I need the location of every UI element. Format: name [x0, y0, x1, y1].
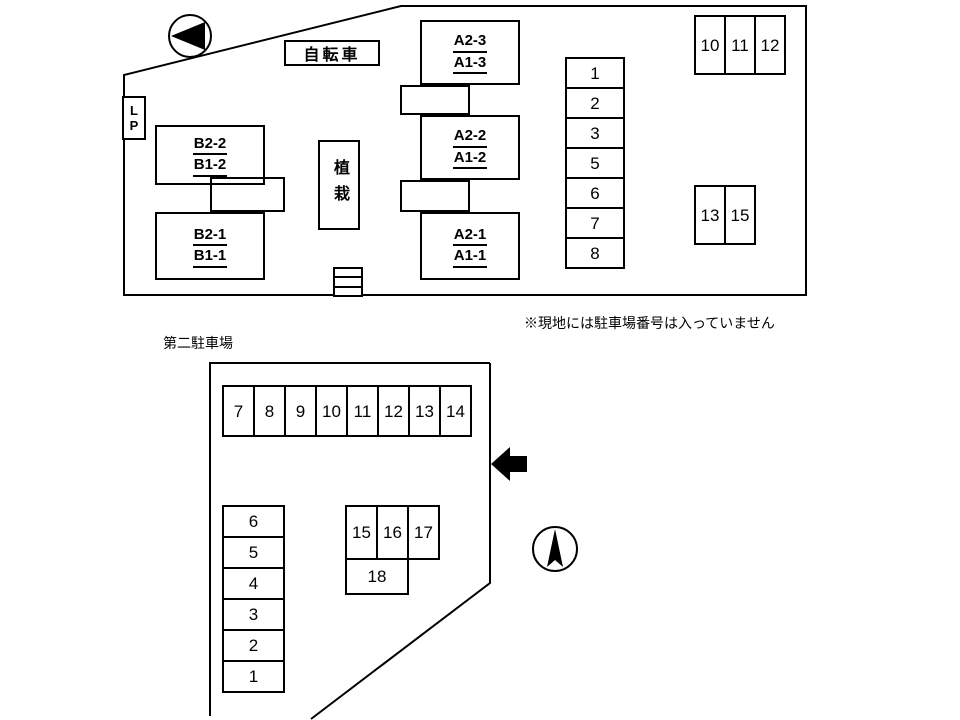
parking-space-cell: 10: [315, 385, 348, 437]
parking-space-cell: 1: [222, 660, 285, 693]
parking-space-cell: 8: [565, 237, 625, 269]
building-unit-label: B2-2: [192, 134, 228, 155]
parking-space-cell: 16: [376, 505, 409, 560]
site-note: ※現地には駐車場番号は入っていません: [524, 315, 775, 331]
lot2-boundary: [209, 362, 491, 720]
lot2-left-parking-column: 6 5 4 3 2 1: [222, 505, 285, 693]
building-a-entrance-box-1: [400, 85, 470, 115]
building-unit-label: A2-2: [452, 126, 488, 148]
entrance-arrow-icon: [491, 447, 527, 481]
lot1-top-right-parking-row: 10 11 12: [694, 15, 786, 75]
parking-space-cell: 13: [694, 185, 726, 245]
parking-space-cell: 11: [346, 385, 379, 437]
parking-space-cell: 9: [284, 385, 317, 437]
building-a2-2-a1-2: A2-2 A1-2: [420, 115, 520, 180]
parking-space-cell: 11: [724, 15, 756, 75]
north-arrow-bottom-icon: [532, 526, 578, 572]
lot1-parking-column: 1 2 3 5 6 7 8: [565, 57, 625, 269]
building-unit-label: B2-1: [192, 225, 228, 246]
parking-space-cell: 6: [565, 177, 625, 209]
parking-space-cell: 17: [407, 505, 440, 560]
lp-gas-label: LP: [122, 96, 146, 140]
building-unit-label: B1-2: [192, 155, 228, 177]
parking-space-cell: 5: [222, 536, 285, 569]
lot1-boundary: [123, 5, 807, 296]
building-unit-label: A2-1: [452, 225, 488, 246]
north-arrow-top-icon: [168, 14, 212, 58]
building-unit-label: B1-1: [192, 246, 228, 268]
building-a2-3-a1-3: A2-3 A1-3: [420, 20, 520, 85]
parking-space-cell: 14: [439, 385, 472, 437]
building-a-entrance-box-2: [400, 180, 470, 212]
parking-space-cell: 18: [345, 558, 409, 595]
parking-space-cell: 4: [222, 567, 285, 600]
parking-space-cell: 6: [222, 505, 285, 538]
parking-space-cell: 3: [565, 117, 625, 149]
lot1-mid-right-parking-row: 13 15: [694, 185, 756, 245]
building-a2-1-a1-1: A2-1 A1-1: [420, 212, 520, 280]
building-b2-2-b1-2: B2-2 B1-2: [155, 125, 265, 185]
parking-space-cell: 1: [565, 57, 625, 89]
planting-area-label: 植栽: [318, 140, 360, 230]
parking-space-cell: 7: [222, 385, 255, 437]
parking-space-cell: 10: [694, 15, 726, 75]
building-unit-label: A1-1: [452, 246, 488, 268]
lot2-title: 第二駐車場: [163, 335, 233, 351]
parking-space-cell: 5: [565, 147, 625, 179]
steps-symbol: [333, 267, 363, 297]
lot2-top-parking-row: 7 8 9 10 11 12 13 14: [222, 385, 472, 437]
building-unit-label: A1-2: [452, 148, 488, 169]
parking-space-cell: 7: [565, 207, 625, 239]
parking-space-cell: 3: [222, 598, 285, 631]
parking-space-cell: 13: [408, 385, 441, 437]
building-b2-1-b1-1: B2-1 B1-1: [155, 212, 265, 280]
parking-space-cell: 2: [565, 87, 625, 119]
building-unit-label: A2-3: [452, 31, 488, 53]
lot2-center-parking-row: 15 16 17: [345, 505, 440, 560]
parking-space-cell: 12: [377, 385, 410, 437]
parking-space-cell: 12: [754, 15, 786, 75]
building-unit-label: A1-3: [452, 53, 488, 74]
building-b-entrance-box: [210, 177, 285, 212]
parking-space-cell: 15: [724, 185, 756, 245]
bicycle-area-label: 自転車: [284, 40, 380, 66]
parking-space-cell: 15: [345, 505, 378, 560]
parking-space-cell: 8: [253, 385, 286, 437]
parking-space-cell: 2: [222, 629, 285, 662]
